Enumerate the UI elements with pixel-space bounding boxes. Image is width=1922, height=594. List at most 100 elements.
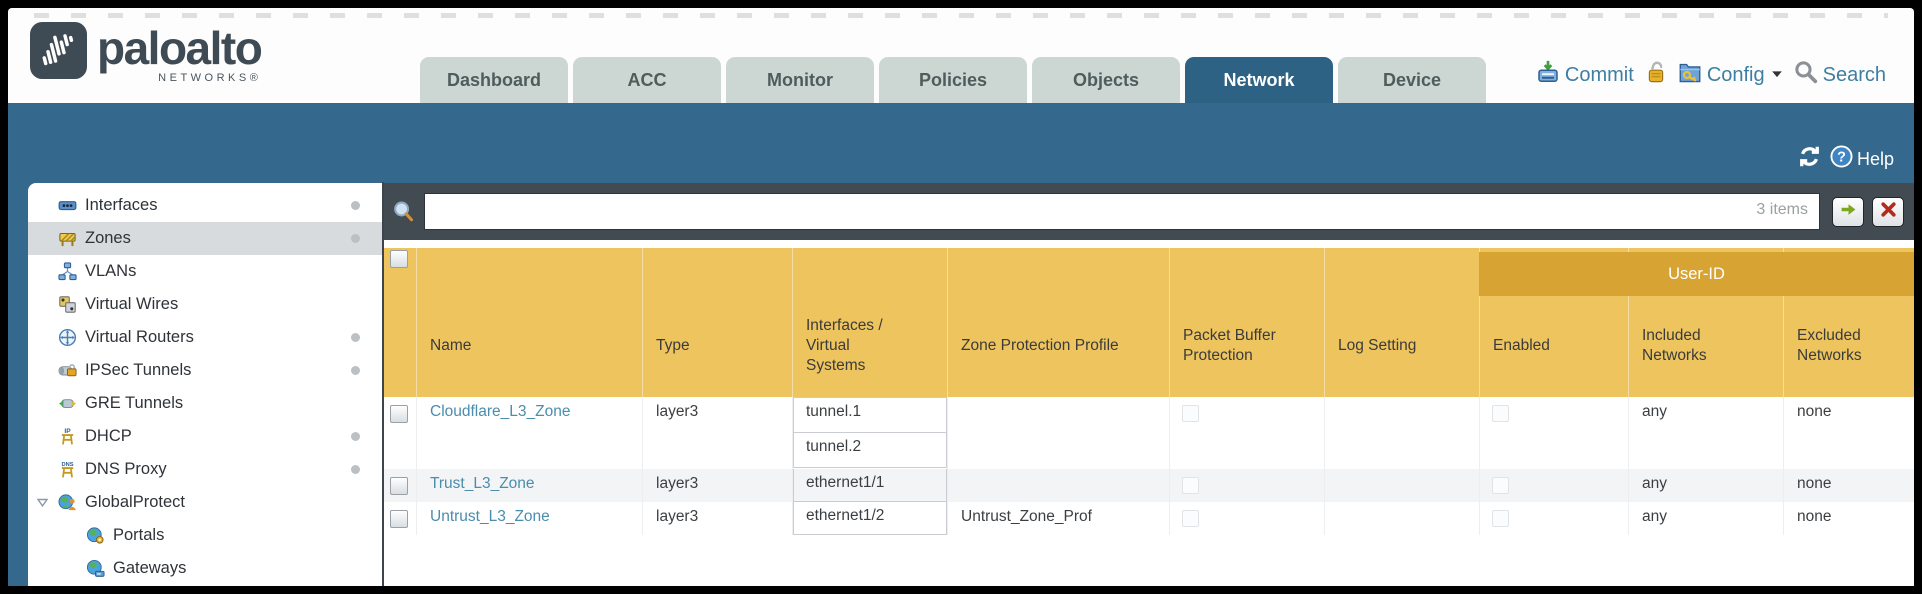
zone-name-cell: Trust_L3_Zone (416, 469, 642, 502)
sidebar-item-dns-proxy[interactable]: DNS DNS Proxy (28, 453, 382, 486)
table-group-header-user-id: User-ID (1479, 252, 1914, 296)
interface-entry: ethernet1/1 (793, 469, 947, 502)
user-id-enabled-cell (1479, 469, 1628, 502)
apply-filter-button[interactable] (1832, 196, 1864, 227)
filter-input[interactable] (424, 193, 1820, 230)
tab-monitor[interactable]: Monitor (726, 57, 874, 103)
interface-entry: tunnel.1 (793, 397, 947, 433)
sidebar-item-dhcp[interactable]: IP DHCP (28, 420, 382, 453)
packet-buffer-protection-checkbox[interactable] (1182, 510, 1199, 527)
column-header-name[interactable]: Name (416, 248, 642, 397)
sidebar-item-portals[interactable]: Portals (28, 519, 382, 552)
row-checkbox[interactable] (390, 405, 408, 423)
zone-name-cell: Untrust_L3_Zone (416, 502, 642, 535)
column-header-interfaces-virtual-systems[interactable]: Interfaces / Virtual Systems (792, 248, 947, 397)
tab-device[interactable]: Device (1338, 57, 1486, 103)
commit-button[interactable]: Commit (1536, 60, 1634, 90)
column-header-zone-protection-profile[interactable]: Zone Protection Profile (947, 248, 1169, 397)
search-button[interactable]: Search (1794, 60, 1886, 90)
column-header-type[interactable]: Type (642, 248, 792, 397)
sidebar-item-label: DNS Proxy (85, 460, 167, 478)
sidebar-item-globalprotect[interactable]: GlobalProtect (28, 486, 382, 519)
packet-buffer-protection-checkbox[interactable] (1182, 405, 1199, 422)
column-header-label: Packet Buffer Protection (1183, 326, 1276, 364)
sidebar-item-gre-tunnels[interactable]: GRE Tunnels (28, 387, 382, 420)
sidebar-item-zones[interactable]: Zones (28, 222, 382, 255)
column-header-excluded-networks[interactable]: Excluded Networks (1783, 248, 1914, 397)
config-icon (1678, 60, 1702, 90)
row-select-cell (384, 397, 416, 469)
paloalto-logo: paloalto NETWORKS® (30, 22, 263, 84)
filter-toolbar: 3 items (384, 183, 1914, 240)
user-id-enabled-checkbox[interactable] (1492, 405, 1509, 422)
paloalto-logo-icon (30, 22, 87, 79)
zone-protection-profile-cell (947, 469, 1169, 502)
excluded-networks-cell: none (1783, 469, 1914, 502)
column-header-log-setting[interactable]: Log Setting (1324, 248, 1479, 397)
packet-buffer-protection-checkbox[interactable] (1182, 477, 1199, 494)
zone-interfaces-cell: ethernet1/1 (792, 469, 947, 502)
status-dot (351, 465, 360, 474)
clear-x-icon (1880, 201, 1897, 223)
lock-button[interactable] (1644, 60, 1668, 90)
sidebar-item-label: Virtual Wires (85, 295, 179, 313)
column-header-included-networks[interactable]: Included Networks (1628, 248, 1783, 397)
sidebar-item-label: Virtual Routers (85, 328, 194, 346)
sidebar-item-label: Portals (113, 526, 165, 544)
user-id-enabled-checkbox[interactable] (1492, 477, 1509, 494)
column-header-enabled[interactable]: Enabled (1479, 248, 1628, 397)
brand-subtitle: NETWORKS® (158, 72, 262, 84)
sidebar-item-gateways[interactable]: Gateways (28, 552, 382, 585)
row-checkbox[interactable] (390, 477, 408, 495)
dhcp-icon: IP (58, 427, 77, 446)
select-all-checkbox[interactable] (390, 250, 408, 268)
chevron-down-icon (1770, 64, 1784, 87)
config-menu-button[interactable]: Config (1678, 60, 1784, 90)
status-dot (351, 201, 360, 210)
column-header-label: Type (656, 336, 690, 354)
sidebar-item-vlans[interactable]: VLANs (28, 255, 382, 288)
sidebar-item-label: IPSec Tunnels (85, 361, 192, 379)
packet-buffer-protection-cell (1169, 502, 1324, 535)
sidebar-divider (382, 182, 384, 586)
row-checkbox[interactable] (390, 510, 408, 528)
column-header-label: Enabled (1493, 336, 1550, 354)
zone-name-link[interactable]: Cloudflare_L3_Zone (430, 403, 571, 420)
clear-filter-button[interactable] (1872, 196, 1904, 227)
tab-dashboard[interactable]: Dashboard (420, 57, 568, 103)
search-label: Search (1822, 63, 1886, 86)
tab-network[interactable]: Network (1185, 57, 1333, 103)
help-label: Help (1856, 148, 1894, 169)
gre-tunnels-icon (58, 394, 77, 413)
interface-entry: ethernet1/2 (793, 502, 947, 535)
help-button[interactable]: ? Help (1830, 145, 1894, 173)
sidebar-item-interfaces[interactable]: Interfaces (28, 189, 382, 222)
zone-name-cell: Cloudflare_L3_Zone (416, 397, 642, 469)
items-count: 3 items (1756, 201, 1808, 218)
sidebar-item-ipsec-tunnels[interactable]: IPSec Tunnels (28, 354, 382, 387)
filter-magnifier-icon[interactable] (392, 200, 416, 224)
included-networks-cell: any (1628, 469, 1783, 502)
status-dot (351, 366, 360, 375)
tab-policies[interactable]: Policies (879, 57, 1027, 103)
tab-objects[interactable]: Objects (1032, 57, 1180, 103)
user-id-enabled-checkbox[interactable] (1492, 510, 1509, 527)
filter-field-wrap: 3 items (424, 193, 1820, 230)
sidebar-item-label: Zones (85, 229, 131, 247)
status-dot (351, 234, 360, 243)
sidebar-item-virtual-wires[interactable]: Virtual Wires (28, 288, 382, 321)
zone-name-link[interactable]: Untrust_L3_Zone (430, 508, 550, 525)
header-actions: Commit Config Search (1536, 60, 1886, 90)
tab-acc[interactable]: ACC (573, 57, 721, 103)
column-header-packet-buffer-protection[interactable]: Packet Buffer Protection (1169, 248, 1324, 397)
expander-open-icon[interactable] (35, 495, 50, 510)
dns-proxy-icon: DNS (58, 460, 77, 479)
sidebar-item-virtual-routers[interactable]: Virtual Routers (28, 321, 382, 354)
zone-name-link[interactable]: Trust_L3_Zone (430, 475, 535, 492)
refresh-button[interactable] (1798, 145, 1821, 173)
sidebar-item-label: DHCP (85, 427, 132, 445)
